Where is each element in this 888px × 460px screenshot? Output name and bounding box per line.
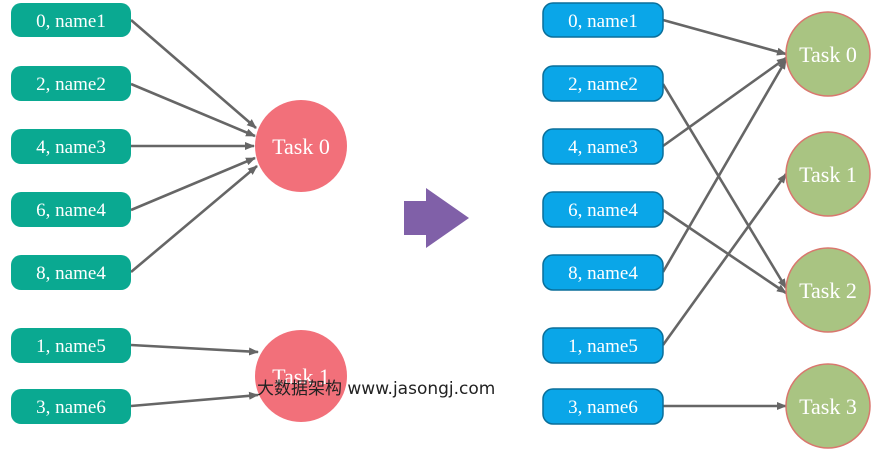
left-record-0: 0, name1 <box>11 3 131 37</box>
right-arrows <box>661 18 788 410</box>
left-record-label: 6, name4 <box>36 200 106 221</box>
left-task-label: Task 1 <box>272 364 330 389</box>
right-task-label: Task 3 <box>799 394 857 419</box>
left-record-2: 4, name3 <box>11 129 131 164</box>
right-records: 0, name1 2, name2 4, name3 6, name4 8, n… <box>542 2 664 425</box>
left-record-label: 8, name4 <box>36 263 106 284</box>
left-record-5: 1, name5 <box>11 328 131 363</box>
right-arrow-0-name1 <box>662 18 787 56</box>
left-task-1: Task 1 <box>255 330 347 422</box>
right-record-5: 1, name5 <box>542 327 664 364</box>
right-task-1: Task 1 <box>785 131 871 217</box>
right-task-label: Task 2 <box>799 278 857 303</box>
watermark: 大数据架构 www.jasongj.com <box>257 379 495 399</box>
right-record-label: 4, name3 <box>568 137 638 158</box>
right-record-0: 0, name1 <box>542 2 664 38</box>
left-arrow-1-name5 <box>130 343 259 356</box>
left-record-label: 4, name3 <box>36 137 106 158</box>
right-arrow-6-name4 <box>662 208 787 295</box>
right-record-label: 3, name6 <box>568 397 638 418</box>
left-record-1: 2, name2 <box>11 66 131 101</box>
right-arrow-4-name3 <box>662 56 787 148</box>
right-task-2: Task 2 <box>785 247 871 333</box>
left-task-0: Task 0 <box>255 100 347 192</box>
right-record-6: 3, name6 <box>542 388 664 425</box>
left-record-label: 0, name1 <box>36 11 106 32</box>
right-arrow-2-name2 <box>661 83 788 289</box>
left-arrows <box>130 19 259 408</box>
left-record-label: 3, name6 <box>36 397 106 418</box>
left-arrow-8-name4 <box>130 165 258 273</box>
right-record-2: 4, name3 <box>542 128 664 165</box>
right-record-3: 6, name4 <box>542 191 664 228</box>
left-record-4: 8, name4 <box>11 255 131 290</box>
left-task-label: Task 0 <box>272 134 330 159</box>
right-task-0: Task 0 <box>785 11 871 97</box>
left-arrow-3-name6 <box>130 391 259 408</box>
left-arrow-6-name4 <box>130 156 256 212</box>
right-record-label: 6, name4 <box>568 200 638 221</box>
right-record-label: 8, name4 <box>568 263 638 284</box>
right-arrow-1-name5 <box>661 173 788 346</box>
left-arrow-2-name2 <box>130 82 256 138</box>
left-record-6: 3, name6 <box>11 389 131 424</box>
right-task-3: Task 3 <box>785 363 871 449</box>
right-record-label: 2, name2 <box>568 74 638 95</box>
right-record-1: 2, name2 <box>542 65 664 102</box>
right-task-label: Task 0 <box>799 42 857 67</box>
right-task-label: Task 1 <box>799 162 857 187</box>
left-records: 0, name1 2, name2 4, name3 6, name4 8, n… <box>11 3 131 424</box>
left-record-label: 2, name2 <box>36 74 106 95</box>
right-record-label: 0, name1 <box>568 11 638 32</box>
left-record-label: 1, name5 <box>36 336 106 357</box>
right-record-label: 1, name5 <box>568 336 638 357</box>
transform-arrow-icon <box>404 188 469 248</box>
right-record-4: 8, name4 <box>542 254 664 291</box>
left-arrow-0-name1 <box>130 19 257 129</box>
left-record-3: 6, name4 <box>11 192 131 227</box>
right-arrow-8-name4 <box>661 59 788 273</box>
